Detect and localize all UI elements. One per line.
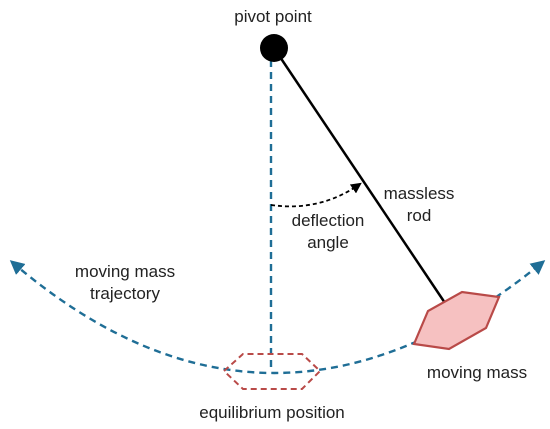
massless-rod-label-line2: rod: [407, 206, 432, 225]
pivot-point-label: pivot point: [234, 7, 312, 26]
equilibrium-position-label: equilibrium position: [199, 403, 345, 422]
massless-rod: [272, 47, 447, 304]
pivot-point: [260, 34, 288, 62]
trajectory-label-line1: moving mass: [75, 262, 175, 281]
deflection-angle-label-line2: angle: [307, 233, 349, 252]
trajectory-label-line2: trajectory: [90, 284, 160, 303]
moving-mass: [412, 290, 501, 351]
deflection-angle-arc: [270, 182, 362, 208]
equilibrium-mass-outline: [222, 353, 322, 390]
deflection-angle-label-line1: deflection: [292, 211, 365, 230]
moving-mass-label: moving mass: [427, 363, 527, 382]
massless-rod-label-line1: massless: [384, 184, 455, 203]
